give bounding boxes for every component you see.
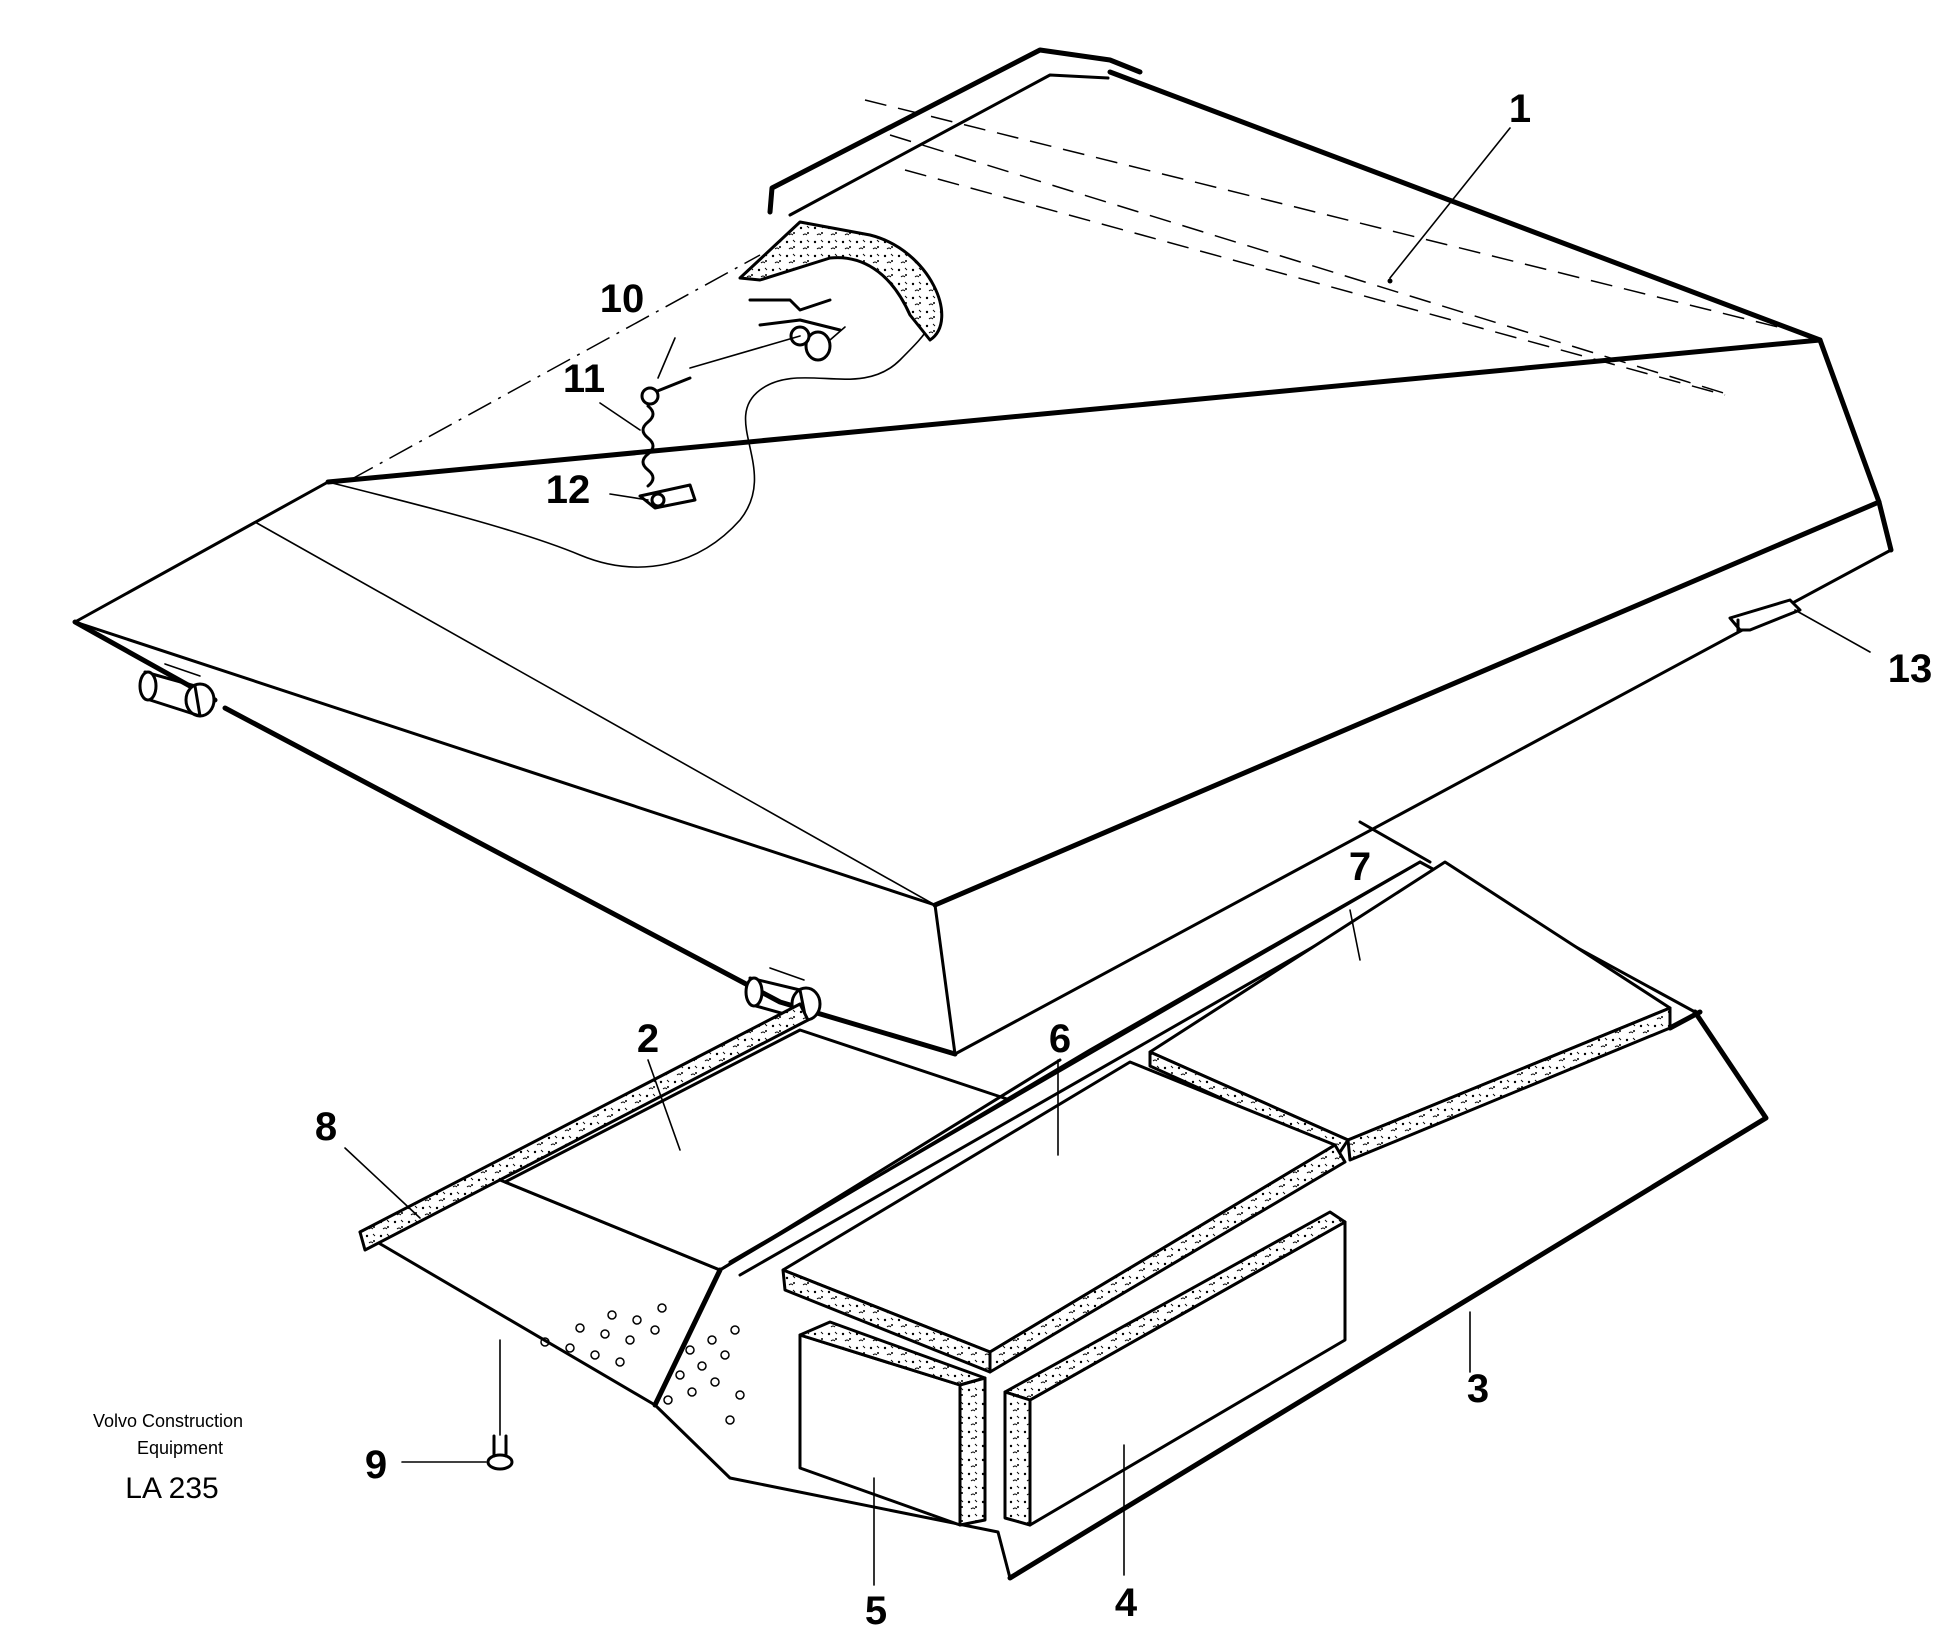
callout-11: 11 — [563, 357, 605, 401]
callout-2: 2 — [637, 1017, 659, 1061]
callout-4: 4 — [1115, 1581, 1138, 1625]
callout-13: 13 — [1888, 647, 1933, 691]
callout-3: 3 — [1467, 1367, 1489, 1411]
callout-5: 5 — [865, 1589, 887, 1633]
callout-9: 9 — [365, 1443, 387, 1487]
hood-cover — [72, 47, 1894, 1057]
credit-line-1: Volvo Construction — [93, 1411, 243, 1431]
leader-lines — [344, 127, 1871, 1586]
hinge-left — [138, 663, 216, 718]
drawing-code: LA 235 — [125, 1472, 218, 1505]
base-panel-assembly — [358, 820, 1769, 1581]
callout-7: 7 — [1349, 845, 1371, 889]
callout-10: 10 — [600, 277, 645, 321]
mount-stud-part-9 — [486, 1434, 514, 1471]
callout-12: 12 — [546, 468, 591, 512]
perforation-dots — [540, 1303, 667, 1367]
callout-6: 6 — [1049, 1017, 1071, 1061]
credit-line-2: Equipment — [137, 1438, 223, 1458]
callout-1: 1 — [1509, 87, 1531, 131]
callout-8: 8 — [315, 1105, 337, 1149]
clip-part-13 — [1728, 598, 1802, 634]
